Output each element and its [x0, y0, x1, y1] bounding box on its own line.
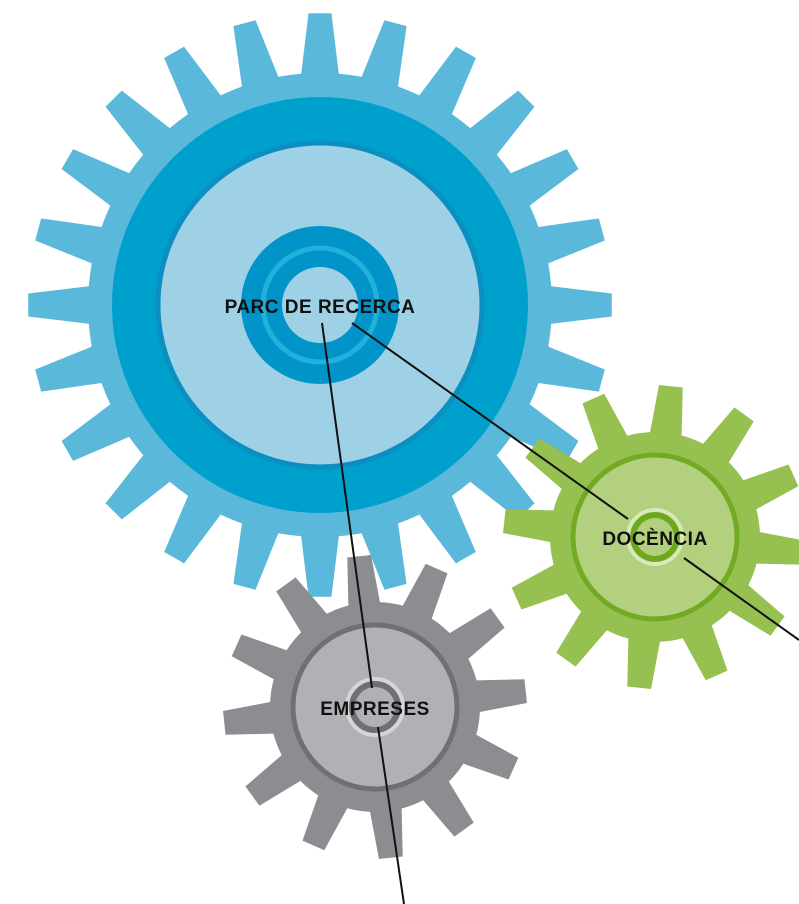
gear-label-docencia: DOCÈNCIA [602, 528, 707, 550]
hub-center [282, 267, 358, 343]
gear-parc-de-recerca [28, 13, 612, 597]
gear-docencia [503, 385, 799, 689]
gear-empreses [223, 555, 527, 859]
line-parc-to-empreses [321, 322, 373, 689]
line-parc-to-docencia [351, 322, 629, 520]
line-docencia-out [683, 557, 799, 641]
line-empreses-out [377, 726, 405, 904]
hub-center [355, 687, 395, 727]
connector-lines [321, 322, 799, 904]
gear-label-parc-de-recerca: PARC DE RECERCA [225, 297, 416, 318]
gear-hub [241, 226, 399, 384]
hub-inner-ring [260, 245, 380, 365]
hub-center [636, 518, 674, 556]
gear-label-empreses: EMPRESES [320, 699, 430, 720]
